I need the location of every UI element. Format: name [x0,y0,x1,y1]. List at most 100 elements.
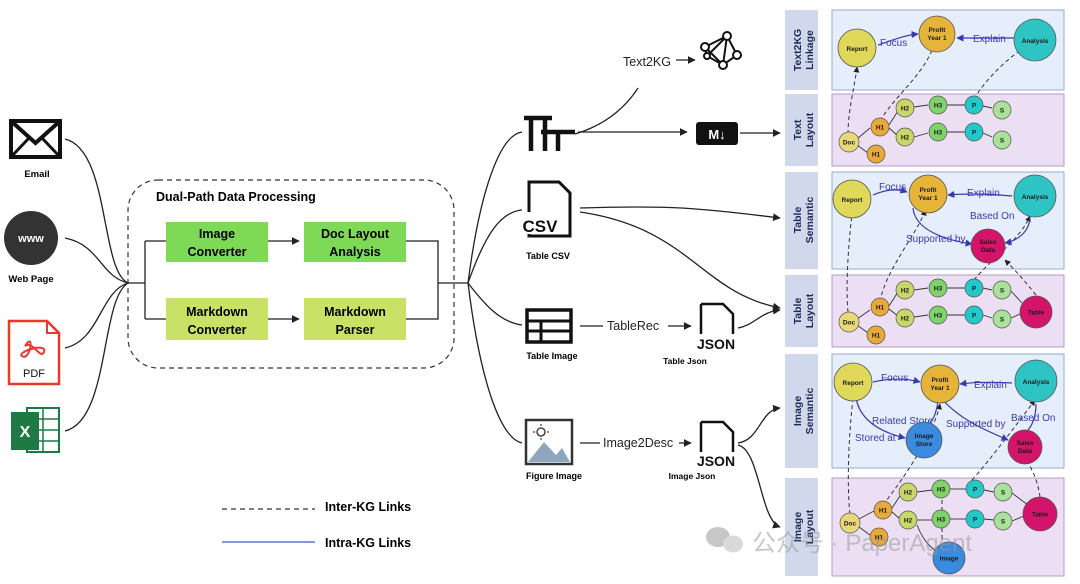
kg-node-doc: Doc [838,311,860,333]
table-json-icon: JSON [697,302,735,352]
svg-text:ImageLayout: ImageLayout [792,509,816,544]
kg-node-h3: H3 [931,479,951,499]
pdf-icon: PDF [7,319,61,386]
kg-node-analysis: Analysis [1013,18,1057,62]
watermark-text: 公众号 · PaperAgent [752,530,972,557]
svg-text:Report: Report [843,380,865,387]
kg-node-p: P [965,479,985,499]
kg-node-h1: H1 [870,297,890,317]
svg-text:Markdown: Markdown [186,305,248,319]
svg-text:Table: Table [1032,512,1049,519]
source-excel: X [11,407,60,453]
kg-node-analysis: Analysis [1014,359,1058,403]
kg-node-report: Report [837,28,877,68]
svg-text:JSON: JSON [697,453,735,469]
kg-node-report: Report [832,179,872,219]
dual-path-processing: Dual-Path Data Processing Image Converte… [127,179,468,369]
email-label: Email [24,169,49,180]
text-modality-icon [524,115,575,151]
svg-text:P: P [972,313,977,320]
svg-text:Analysis: Analysis [1023,379,1050,386]
svg-text:H2: H2 [904,518,913,525]
kg-node-h2: H2 [895,280,915,300]
tablerec-label: TableRec [607,319,659,333]
svg-text:TableSemantic: TableSemantic [792,196,816,243]
kg-node-h2: H2 [895,98,915,118]
excel-icon: X [11,407,60,453]
svg-text:P: P [972,286,977,293]
web-page-label: Web Page [8,274,53,285]
panel-image-layout: ImageLayout [785,477,1065,577]
svg-text:S: S [1001,490,1006,497]
svg-text:Doc: Doc [843,140,856,147]
svg-text:S: S [1001,519,1006,526]
modality-fanout [467,131,523,444]
svg-text:www: www [17,233,44,245]
svg-text:Explain: Explain [974,380,1007,391]
table-json-label: Table Json [663,356,707,366]
svg-text:Analysis: Analysis [1022,194,1049,201]
kg-node-s: S [993,511,1013,531]
kg-node-h3: H3 [928,122,948,142]
svg-text:H2: H2 [904,490,913,497]
svg-text:H3: H3 [937,517,946,524]
svg-text:Doc: Doc [844,521,857,528]
svg-text:Explain: Explain [973,34,1006,45]
kg-node-p: P [965,509,985,529]
table-json-to-layout-arrow [737,306,781,329]
kg-node-doc: Doc [838,131,860,153]
svg-text:Image: Image [915,433,934,440]
kg-node-image: Image [932,541,966,575]
image-json-to-layout-arrow [737,444,781,529]
svg-text:Store: Store [916,441,933,448]
svg-text:Explain: Explain [967,188,1000,199]
kg-node-h1: H1 [870,117,890,137]
svg-text:Doc Layout: Doc Layout [321,227,390,241]
svg-text:Supported by: Supported by [906,234,966,245]
globe-www-icon: www [4,211,58,265]
svg-text:ImageSemantic: ImageSemantic [792,387,816,434]
svg-text:Based On: Based On [970,211,1014,222]
processing-boundary [127,179,455,369]
markdown-converter-box: Markdown Converter [166,298,268,340]
svg-text:Year 1: Year 1 [930,385,950,392]
kg-node-p: P [964,305,984,325]
kg-node-p: P [964,278,984,298]
table-semantic-graph: Focus Explain Based On Supported by Repo… [832,174,1057,264]
svg-text:Table: Table [1028,310,1045,317]
source-email: Email [9,119,62,180]
csv-file-icon: CSV [519,180,572,238]
svg-text:Sales: Sales [980,239,997,246]
svg-text:Profit: Profit [929,27,947,34]
source-web-page: www Web Page [4,211,58,285]
kg-node-table: Table [1022,496,1058,532]
svg-text:Stored at: Stored at [855,433,896,444]
svg-text:Profit: Profit [920,187,938,194]
table-image-icon [525,308,573,344]
intra-kg-legend-label: Intra-KG Links [325,536,411,550]
svg-text:Related Store: Related Store [872,416,934,427]
svg-text:JSON: JSON [697,336,735,352]
kg-node-table: Table [1019,295,1053,329]
kg-node-s: S [993,482,1013,502]
kg-node-h3: H3 [928,305,948,325]
svg-text:Converter: Converter [187,245,246,259]
email-icon [9,119,62,159]
svg-text:Profit: Profit [932,377,950,384]
svg-text:H3: H3 [934,286,943,293]
svg-text:H3: H3 [934,130,943,137]
markdown-parser-box: Markdown Parser [304,298,406,340]
text-to-text2kg-connector [574,87,639,135]
text-layout-graph: Doc H1 H1 H2 H2 H3 H3 P P S S [838,95,1012,164]
inter-kg-legend-label: Inter-KG Links [325,500,411,514]
kg-node-h1: H1 [873,500,893,520]
wechat-icon [706,527,743,553]
svg-text:H2: H2 [901,316,910,323]
kg-node-analysis: Analysis [1013,174,1057,218]
table-csv-label: Table CSV [526,251,570,261]
table-image-label: Table Image [526,351,577,361]
kg-node-h2: H2 [895,308,915,328]
